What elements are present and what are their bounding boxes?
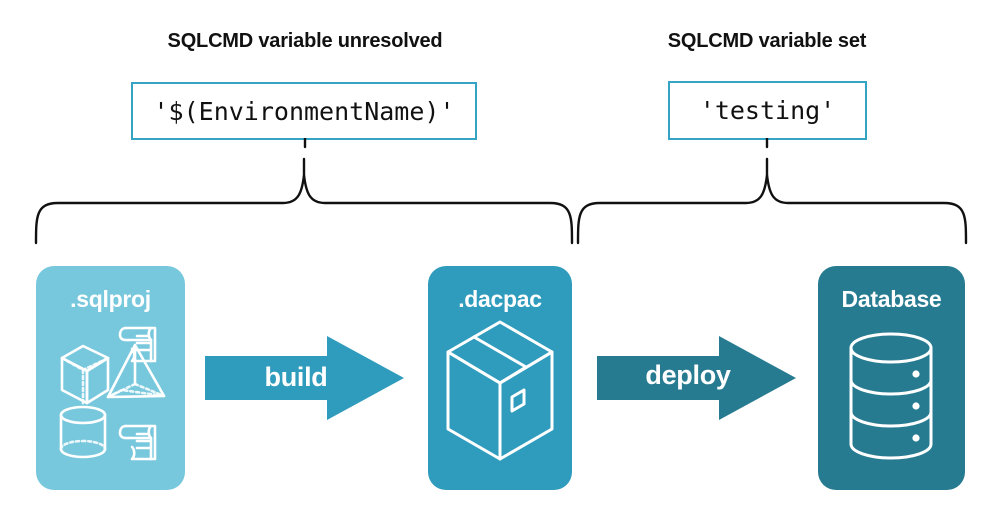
arrow-build-icon bbox=[205, 336, 404, 420]
arrow-build: build bbox=[205, 334, 405, 422]
heading-sqlcmd-variable-unresolved: SQLCMD variable unresolved bbox=[167, 30, 443, 52]
arrow-deploy-icon bbox=[597, 336, 796, 420]
brace-right bbox=[570, 145, 974, 245]
code-box-set-value: 'testing' bbox=[668, 81, 867, 140]
code-box-unresolved-value: '$(EnvironmentName)' bbox=[131, 82, 477, 140]
arrow-build-label: build bbox=[264, 362, 328, 392]
node-sqlproj-label: .sqlproj bbox=[70, 286, 151, 312]
node-sqlproj: .sqlproj bbox=[36, 266, 185, 490]
arrow-deploy: deploy bbox=[597, 334, 797, 422]
node-database: Database bbox=[818, 266, 965, 490]
package-box-icon bbox=[446, 320, 554, 461]
node-dacpac-label: .dacpac bbox=[458, 286, 542, 312]
brace-left bbox=[28, 145, 580, 245]
brace-connectors bbox=[303, 138, 769, 149]
brace-right-icon bbox=[576, 157, 968, 245]
brace-left-icon bbox=[34, 157, 574, 245]
node-dacpac: .dacpac bbox=[428, 266, 572, 490]
project-shapes-icon bbox=[59, 326, 166, 461]
node-database-label: Database bbox=[841, 286, 942, 312]
arrow-deploy-label: deploy bbox=[645, 360, 731, 390]
heading-sqlcmd-variable-set: SQLCMD variable set bbox=[667, 30, 867, 52]
database-cylinder-icon bbox=[849, 332, 933, 460]
